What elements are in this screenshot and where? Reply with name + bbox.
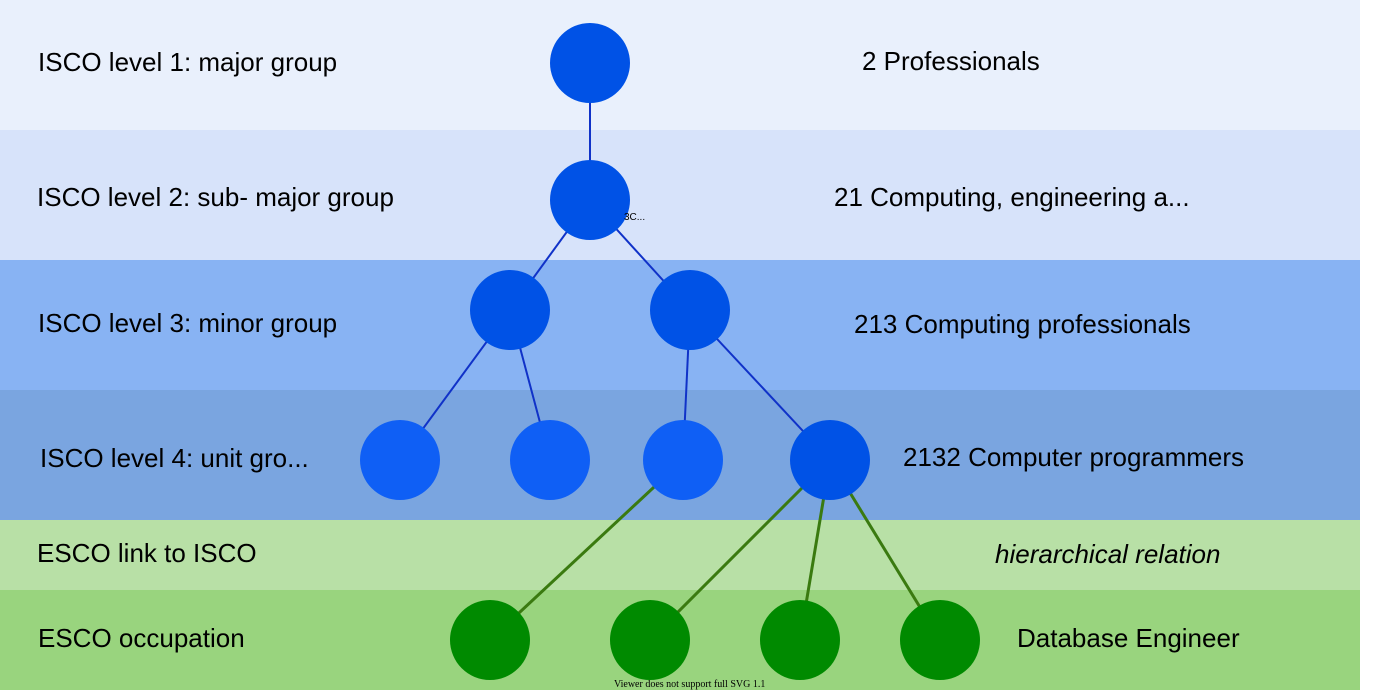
band-desc-level-2: 21 Computing, engineering a...: [834, 182, 1190, 212]
node-isco-level-1: [550, 23, 630, 103]
band-desc-esco-occupation: Database Engineer: [1017, 623, 1240, 653]
node-isco-level-2: [550, 160, 630, 240]
band-esco-link: ESCO link to ISCO hierarchical relation: [0, 520, 1360, 590]
node-esco-occupation-2: [610, 600, 690, 680]
band-label-level-1: ISCO level 1: major group: [38, 47, 338, 77]
band-desc-level-1: 2 Professionals: [862, 46, 1040, 76]
node-esco-occupation-4: [900, 600, 980, 680]
band-label-level-3: ISCO level 3: minor group: [38, 308, 338, 338]
node-esco-occupation-1: [450, 600, 530, 680]
band-label-esco-occupation: ESCO occupation: [38, 623, 245, 653]
band-isco-level-2: ISCO level 2: sub- major group 21 Comput…: [0, 130, 1360, 260]
node-isco-level-4a: [360, 420, 440, 500]
band-desc-level-3: 213 Computing professionals: [854, 309, 1191, 339]
band-isco-level-1: ISCO level 1: major group 2 Professional…: [0, 0, 1360, 130]
node-isco-level-3b: [650, 270, 730, 350]
edge-l4d-occ2: [648, 458, 832, 642]
node-isco-level-4c: [643, 420, 723, 500]
band-label-esco-link: ESCO link to ISCO: [37, 538, 257, 568]
band-desc-level-4: 2132 Computer programmers: [903, 442, 1245, 472]
svg-viewer-footnote: Viewer does not support full SVG 1.1: [614, 679, 766, 690]
band-desc-esco-link: hierarchical relation: [995, 539, 1221, 569]
node-tag-level-2: 3C...: [624, 212, 646, 223]
node-isco-level-4b: [510, 420, 590, 500]
node-isco-level-4d: [790, 420, 870, 500]
node-esco-occupation-3: [760, 600, 840, 680]
node-isco-level-3a: [470, 270, 550, 350]
band-label-level-4: ISCO level 4: unit gro...: [40, 443, 309, 473]
edge-l4c-occ1: [488, 458, 685, 642]
band-label-level-2: ISCO level 2: sub- major group: [37, 182, 394, 212]
